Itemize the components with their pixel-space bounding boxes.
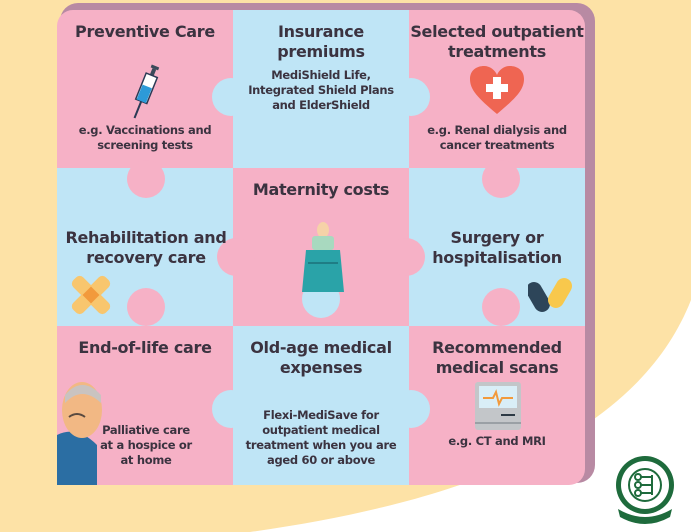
heart-plus-icon	[470, 66, 524, 114]
tile-surgery-title: Surgery or hospitalisation	[432, 228, 562, 267]
elderly-man-icon	[57, 382, 102, 485]
tile-insurance-premiums-title: Insurance premiums	[277, 22, 365, 61]
tile-preventive-care-title: Preventive Care	[75, 22, 215, 41]
bandage-icon	[71, 275, 111, 315]
scanner-icon	[475, 382, 521, 430]
syringe-icon	[133, 64, 160, 119]
tile-medical-scans-sub: e.g. CT and MRI	[448, 434, 546, 448]
tile-end-of-life-sub: Palliative care at a hospice or at home	[100, 423, 192, 467]
tile-rehabilitation-title: Rehabilitation and recovery care	[65, 228, 227, 267]
tile-maternity-title: Maternity costs	[252, 180, 390, 199]
tile-insurance-premiums-sub: MediShield Life, Integrated Shield Plans…	[248, 68, 394, 112]
tile-end-of-life-title: End-of-life care	[78, 338, 212, 357]
tile-preventive-care-sub: e.g. Vaccinations and screening tests	[78, 123, 212, 152]
tile-medical-scans-title: Recommended medical scans	[432, 338, 562, 377]
tile-outpatient-title: Selected outpatient treatments	[410, 22, 584, 61]
tile-outpatient-sub: e.g. Renal dialysis and cancer treatment…	[427, 123, 567, 152]
baby-bottle-icon	[302, 222, 344, 292]
tile-old-age-sub: Flexi-MediSave for outpatient medical tr…	[245, 408, 397, 467]
cpf-board-logo	[616, 456, 674, 524]
pills-icon	[528, 278, 572, 312]
tile-old-age-title: Old-age medical expenses	[250, 338, 392, 377]
